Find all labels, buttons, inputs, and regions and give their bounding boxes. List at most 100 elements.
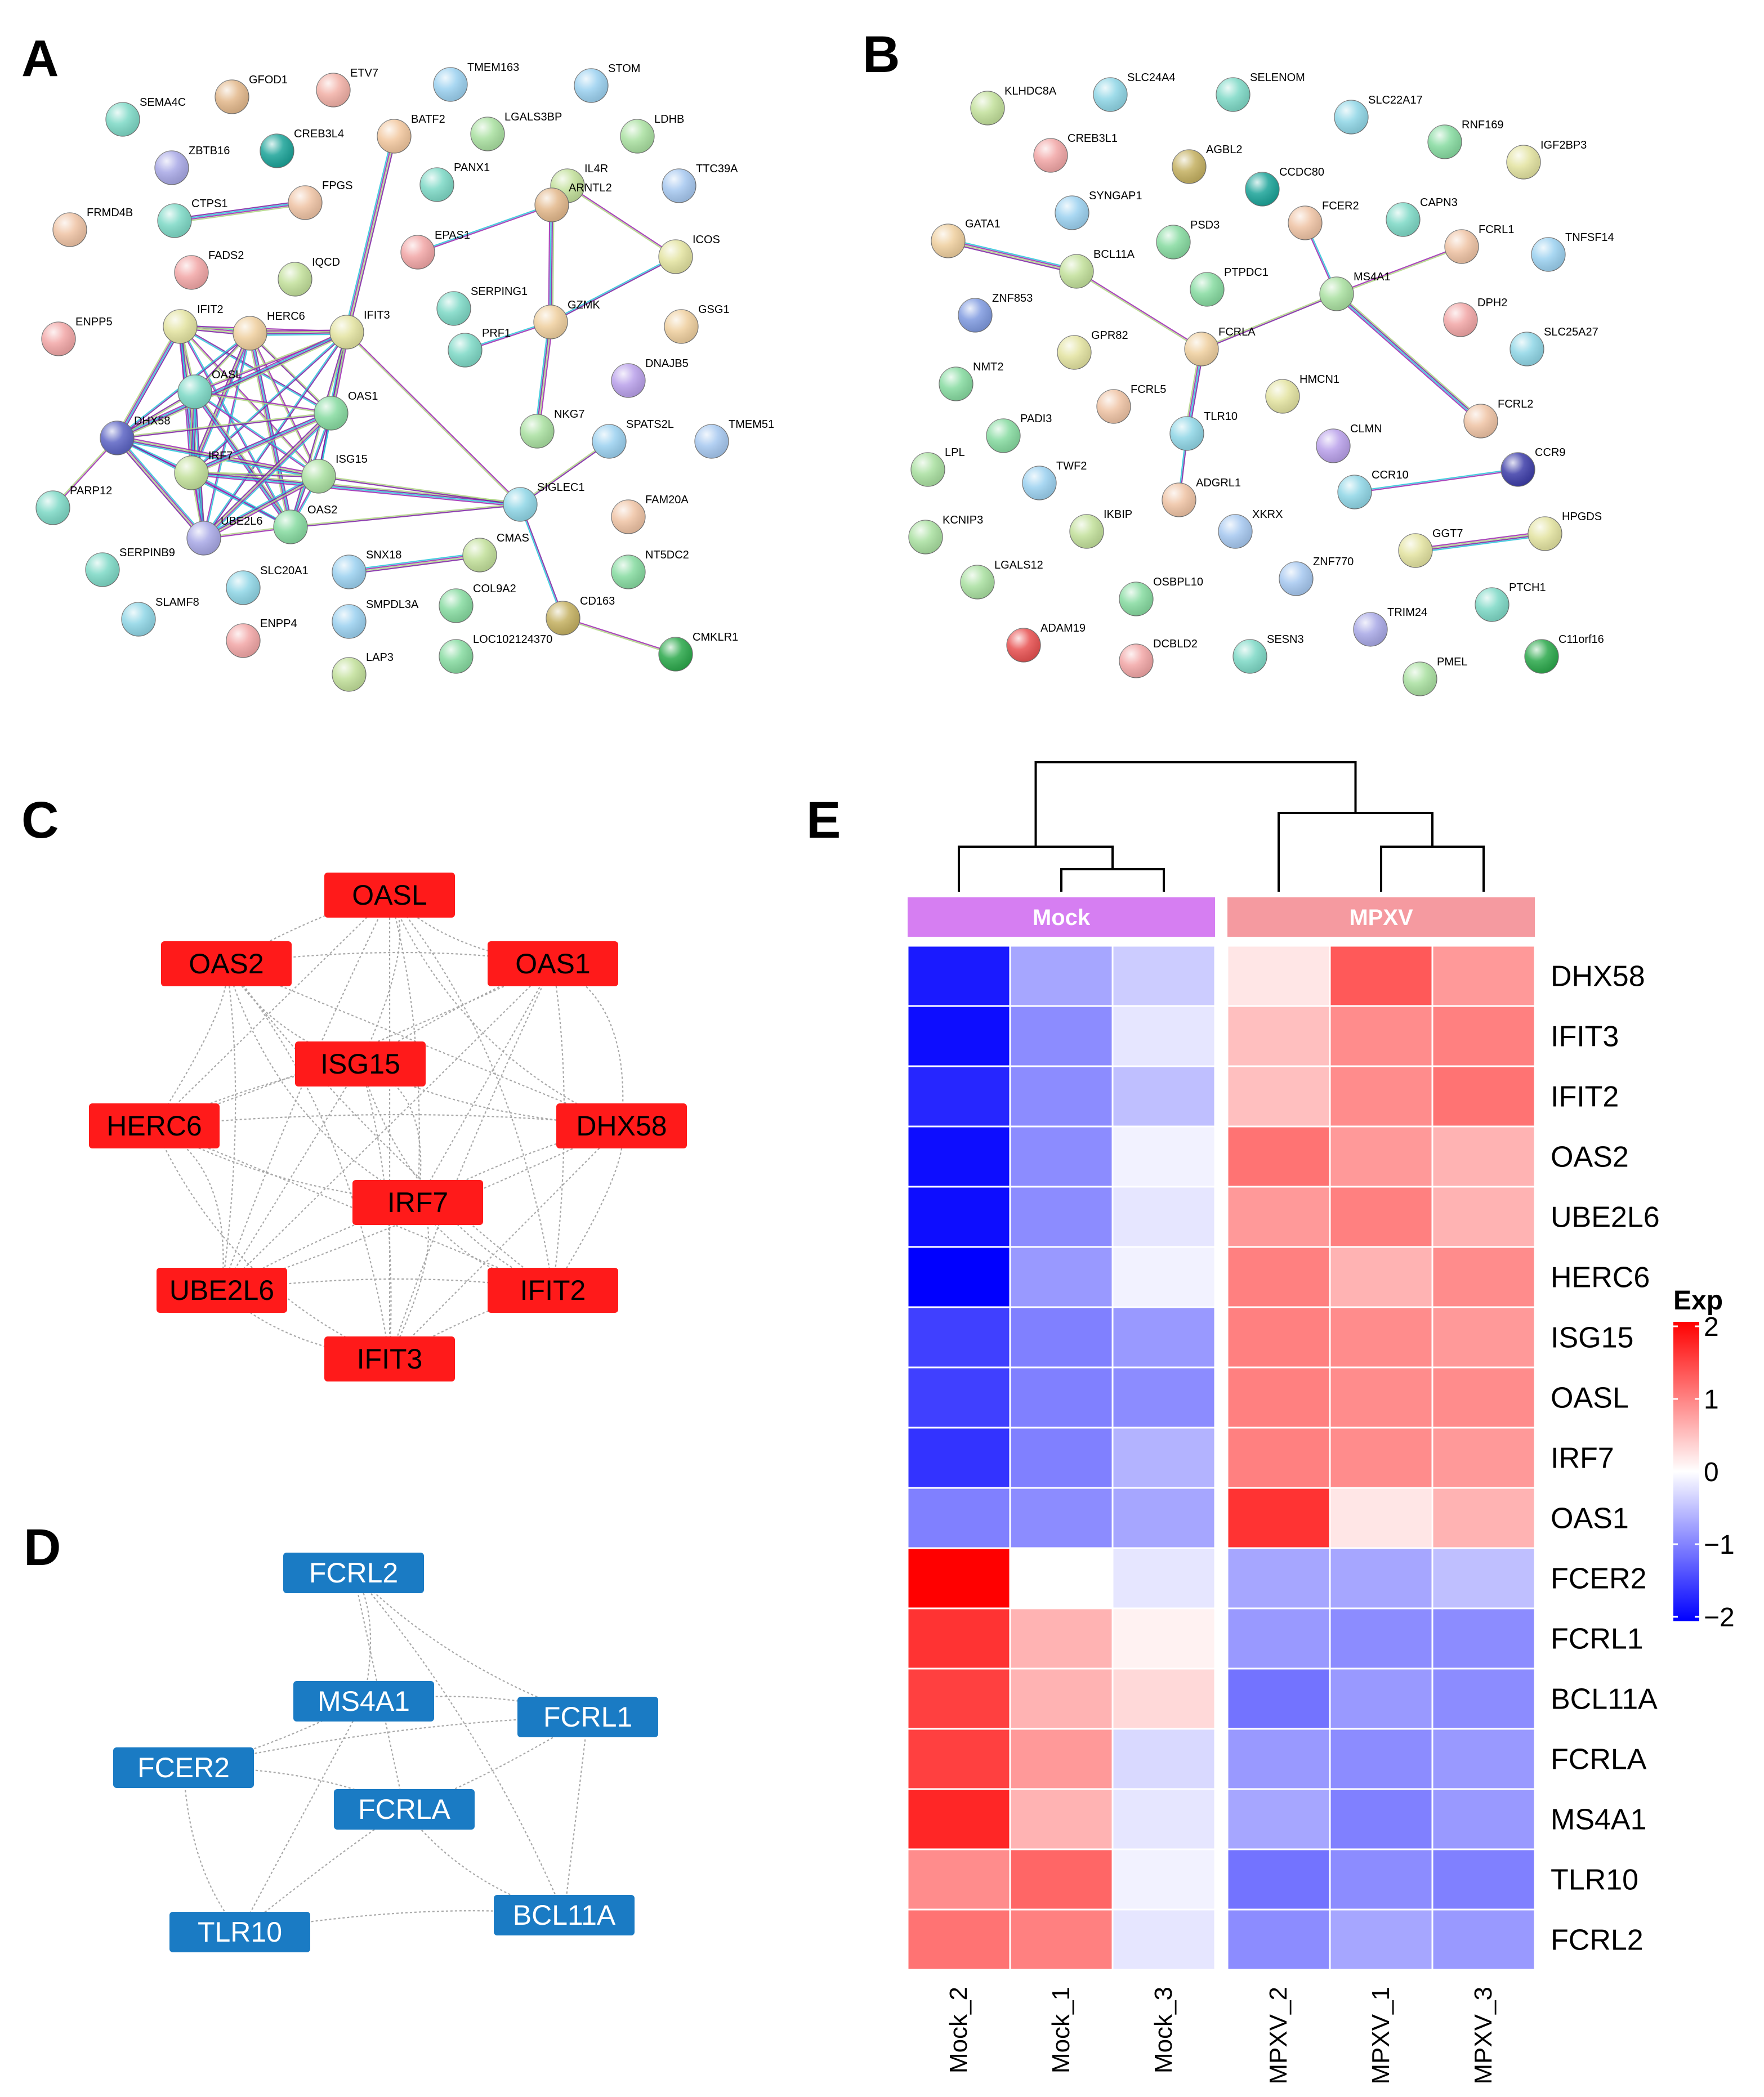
heatmap-cell-isg15-mock-3 (1111, 1306, 1216, 1369)
network-b-node-label: MS4A1 (1354, 271, 1391, 283)
heatmap-row-label-fcrl1: FCRL1 (1551, 1623, 1644, 1656)
heatmap-cell-fcer2-mock-1 (1009, 1547, 1114, 1609)
network-b-node-adam19: ADAM19 (1006, 622, 1086, 663)
heatmap-cell-fcrl1-mock-2 (906, 1607, 1011, 1670)
network-a-node-gzmk: GZMK (533, 299, 600, 339)
network-b-node-gpr82: GPR82 (1057, 329, 1128, 370)
heatmap-cell-fcrl2-mock-3 (1111, 1908, 1216, 1971)
heatmap-cell-ifit3-mpxv-2 (1226, 1005, 1331, 1067)
heatmap-cell-isg15-mock-1 (1009, 1306, 1114, 1369)
network-b-node-label: KCNIP3 (943, 514, 983, 526)
heatmap-cell-ms4a1-mpxv-3 (1431, 1788, 1536, 1850)
heatmap-cell-fcrl1-mpxv-1 (1329, 1607, 1433, 1670)
network-a-node-fam20a: FAM20A (611, 494, 689, 534)
heatmap-cell-herc6-mpxv-3 (1431, 1246, 1536, 1308)
network-a-node-sema4c: SEMA4C (105, 96, 186, 137)
network-b-node-label: CCDC80 (1279, 166, 1324, 178)
network-a-node-ctps1: CTPS1 (157, 198, 227, 238)
heatmap-cell-fcer2-mpxv-2 (1226, 1547, 1331, 1609)
network-a-node-label: TTC39A (696, 163, 738, 175)
network-d-edge (182, 1767, 240, 1933)
network-a-node-arntl2: ARNTL2 (534, 182, 612, 222)
heatmap-cell-fcrla-mpxv-2 (1226, 1728, 1331, 1790)
network-a-node-fpgs: FPGS (288, 180, 352, 220)
heatmap-cell-isg15-mock-2 (906, 1306, 1011, 1369)
network-b-node-fcer2: FCER2 (1288, 200, 1359, 240)
heatmap-cell-bcl11a-mock-1 (1009, 1667, 1114, 1730)
heatmap-row-label-fcer2: FCER2 (1551, 1563, 1646, 1595)
heatmap-row-label-isg15: ISG15 (1551, 1322, 1633, 1354)
network-a-node-fads2: FADS2 (174, 249, 244, 290)
network-d-edge (353, 1572, 588, 1718)
network-c-edge (221, 1063, 361, 1291)
network-a-node-label: IQCD (312, 256, 340, 269)
network-a-node-label: LDHB (654, 113, 684, 126)
network-b-node-ggt7: GGT7 (1398, 527, 1463, 568)
heatmap-cell-tlr10-mock-2 (906, 1848, 1011, 1911)
panel-letter-a: A (21, 30, 59, 87)
network-c-node-label: OASL (352, 879, 427, 911)
panel-letter-d: D (24, 1519, 61, 1576)
network-a-node-label: IL4R (584, 163, 608, 175)
network-b-node-label: BCL11A (1093, 248, 1135, 261)
network-a-node-label: OAS1 (348, 390, 378, 403)
network-a-node-cmas: CMAS (462, 532, 529, 573)
network-a-node-label: UBE2L6 (221, 515, 263, 527)
dendrogram-branch-3 (1380, 846, 1485, 892)
network-b-node-label: SELENOM (1250, 71, 1305, 84)
network-b-node-pmel: PMEL (1403, 656, 1467, 696)
network-a-node-panx1: PANX1 (419, 162, 490, 202)
heatmap-cell-ube2l6-mpxv-3 (1431, 1186, 1536, 1248)
network-a-edge-ifit2-oas2 (178, 325, 292, 528)
network-b-node-syngap1: SYNGAP1 (1055, 190, 1142, 230)
heatmap-cell-ifit2-mpxv-1 (1329, 1065, 1433, 1128)
network-c-node-isg15: ISG15 (295, 1041, 426, 1086)
network-a-node-label: TMEM51 (729, 418, 774, 431)
network-b-node-label: CREB3L1 (1068, 132, 1118, 145)
heatmap-cell-ms4a1-mpxv-1 (1329, 1788, 1433, 1850)
network-a-node-enpp4: ENPP4 (226, 618, 297, 658)
network-b-node-label: HMCN1 (1299, 373, 1339, 386)
network-a-node-gfod1: GFOD1 (215, 74, 288, 114)
heatmap-cell-oas1-mock-1 (1009, 1487, 1114, 1549)
network-a-node-label: SMPDL3A (366, 598, 419, 611)
heatmap-cell-isg15-mpxv-1 (1329, 1306, 1433, 1369)
network-b-node-label: CAPN3 (1420, 196, 1458, 209)
network-b-node-fcrl5: FCRL5 (1096, 383, 1166, 424)
heatmap-row-label-ms4a1: MS4A1 (1551, 1804, 1647, 1836)
network-b-node-znf770: ZNF770 (1279, 556, 1354, 596)
network-a-node-lgals3bp: LGALS3BP (470, 111, 562, 151)
group-bar-mock (908, 897, 1215, 937)
network-a-node-label: DHX58 (134, 415, 170, 427)
heatmap-cell-fcrl1-mpxv-3 (1431, 1607, 1536, 1670)
network-a-node-ldhb: LDHB (620, 113, 684, 154)
network-b-node-label: CCR9 (1535, 446, 1565, 459)
network-a-node-label: IFIT2 (197, 303, 224, 316)
network-a-node-iqcd: IQCD (278, 256, 340, 297)
network-a-node-parp12: PARP12 (35, 485, 112, 525)
network-b-node-agbl2: AGBL2 (1172, 144, 1242, 184)
heatmap-cell-ube2l6-mock-2 (906, 1186, 1011, 1248)
panel-letter-c: C (21, 792, 59, 849)
network-d-edge (239, 1701, 364, 1933)
network-c-node-ifit2: IFIT2 (488, 1268, 618, 1313)
heatmap-cell-oas1-mpxv-2 (1226, 1487, 1331, 1549)
network-a-node-prf1: PRF1 (448, 327, 511, 368)
network-b-node-lgals12: LGALS12 (960, 559, 1043, 600)
network-d-node-fcrl1: FCRL1 (517, 1697, 658, 1737)
heatmap-row-label-tlr10: TLR10 (1551, 1864, 1638, 1897)
network-a-node-label: TMEM163 (467, 61, 519, 74)
heatmap-row-label-oas1: OAS1 (1551, 1503, 1629, 1535)
network-c-edge (221, 1290, 390, 1360)
network-a-node-label: NKG7 (554, 408, 584, 421)
heatmap-cell-dhx58-mpxv-1 (1329, 945, 1433, 1007)
legend-ticks: 210−1−2 (1673, 1312, 1735, 1633)
network-b-node-ccr9: CCR9 (1500, 446, 1565, 487)
network-a-node-label: SERPING1 (471, 285, 528, 298)
network-b-node-label: GPR82 (1091, 329, 1128, 342)
network-a-node-label: FADS2 (208, 249, 244, 262)
network-c-node-label: UBE2L6 (169, 1275, 274, 1306)
network-d-node-fcrl2: FCRL2 (283, 1553, 424, 1593)
